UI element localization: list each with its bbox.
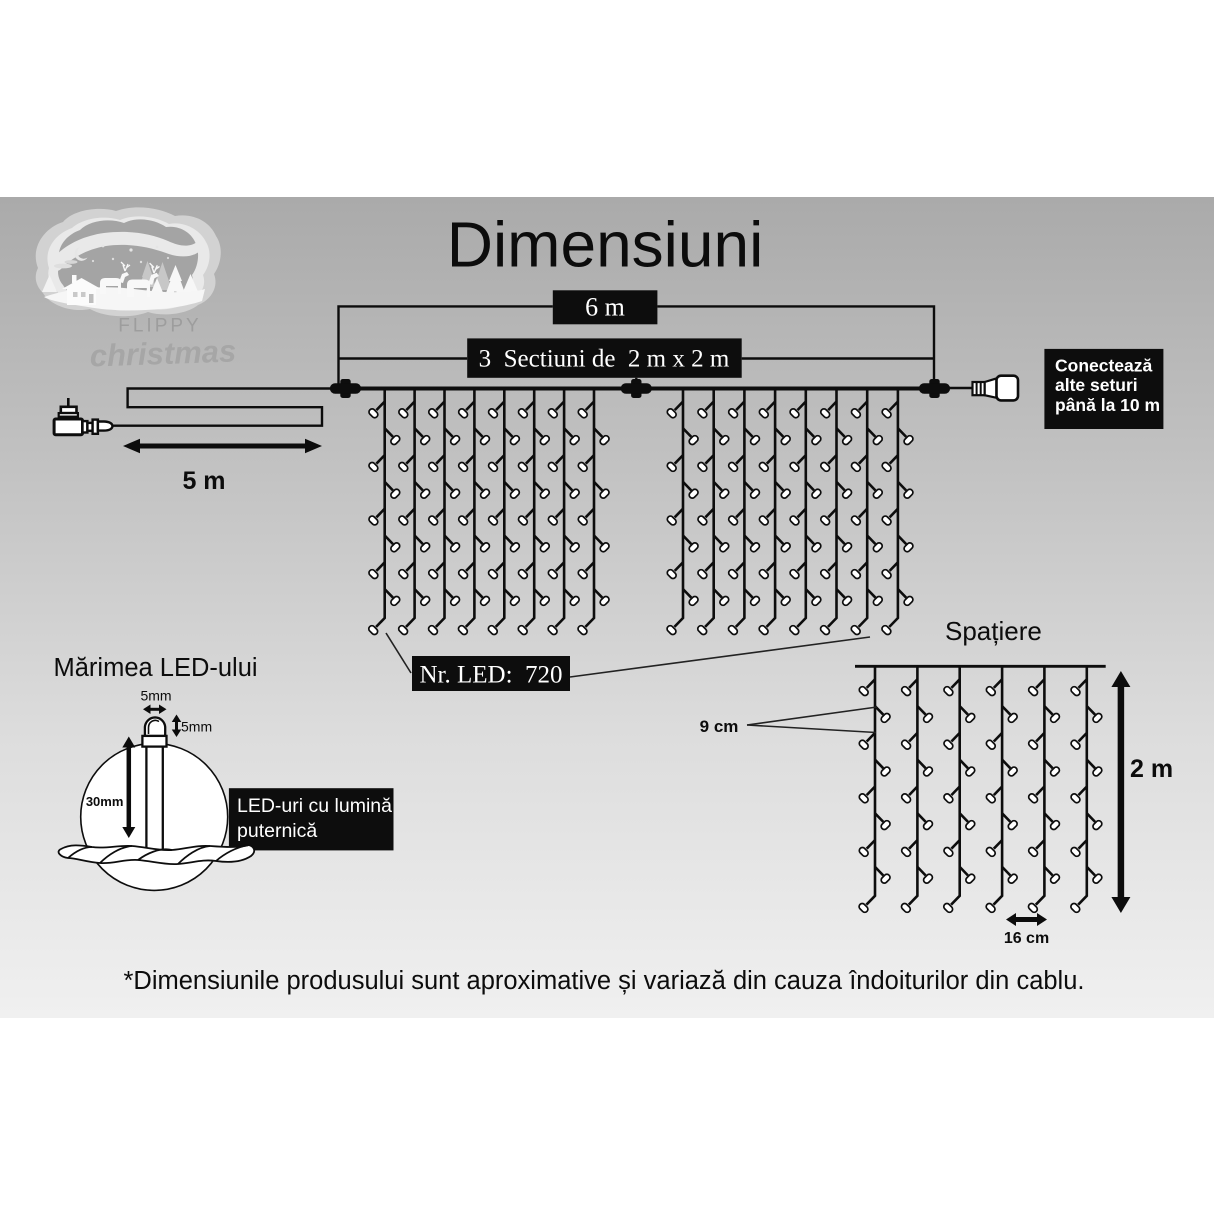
svg-text:9 cm: 9 cm xyxy=(700,717,739,736)
svg-text:FLIPPY: FLIPPY xyxy=(118,316,201,337)
svg-text:5 m: 5 m xyxy=(182,467,225,495)
svg-text:până la 10 m: până la 10 m xyxy=(1055,395,1160,415)
svg-text:christmas: christmas xyxy=(89,333,237,373)
svg-text:Spațiere: Spațiere xyxy=(945,616,1042,646)
svg-text:Conectează: Conectează xyxy=(1055,356,1153,376)
svg-text:2 m: 2 m xyxy=(1130,755,1173,783)
svg-text:30mm: 30mm xyxy=(86,794,124,809)
svg-text:LED-uri cu lumină: LED-uri cu lumină xyxy=(237,795,392,817)
svg-text:Nr. LED: 720: Nr. LED: 720 xyxy=(419,662,562,689)
svg-text:3 Sectiuni de 2 m x 2 m: 3 Sectiuni de 2 m x 2 m xyxy=(479,346,730,373)
svg-text:alte seturi: alte seturi xyxy=(1055,375,1138,395)
svg-text:5mm: 5mm xyxy=(181,719,212,735)
svg-text:16 cm: 16 cm xyxy=(1004,930,1049,947)
svg-text:puternică: puternică xyxy=(237,820,317,842)
svg-text:6 m: 6 m xyxy=(585,293,625,322)
svg-text:*Dimensiunile produsului sunt: *Dimensiunile produsului sunt aproximati… xyxy=(124,967,1085,995)
svg-text:Dimensiuni: Dimensiuni xyxy=(447,209,764,281)
svg-text:Mărimea LED-ului: Mărimea LED-ului xyxy=(54,654,258,682)
svg-text:5mm: 5mm xyxy=(140,688,171,704)
